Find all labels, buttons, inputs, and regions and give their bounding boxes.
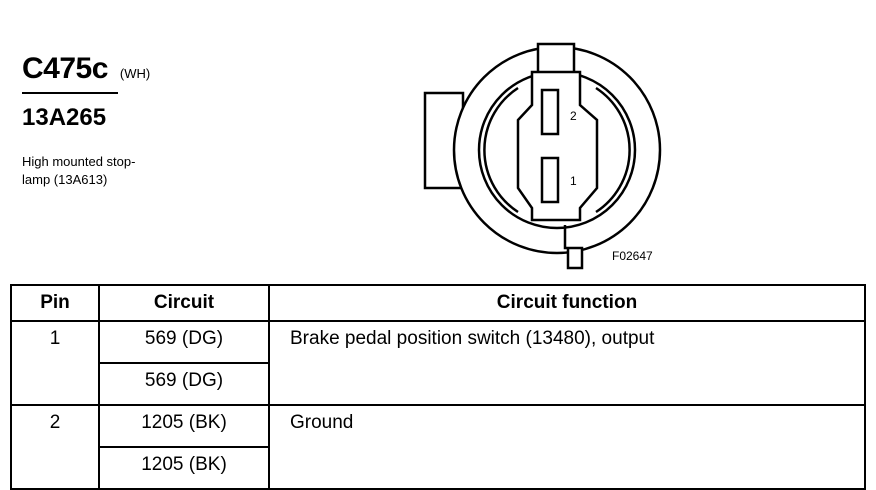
table-row: 2 1205 (BK) Ground <box>10 404 866 490</box>
pin-table-header-row: Pin Circuit Circuit function <box>10 284 866 322</box>
part-number: 13A265 <box>22 104 107 131</box>
circuit-cell: 569 (DG) <box>98 362 270 406</box>
pin-1-terminal <box>540 156 560 204</box>
header-pin: Pin <box>10 284 100 322</box>
header-circuit-function: Circuit function <box>268 284 866 322</box>
pin-table: Pin Circuit Circuit function 1 569 (DG) … <box>10 284 866 490</box>
connector-id: C475c <box>22 52 108 85</box>
circuit-cell: 1205 (BK) <box>98 446 270 490</box>
header-circuit: Circuit <box>98 284 270 322</box>
table-row: 569 (DG) <box>11 362 865 406</box>
pin-label-2: 2 <box>570 109 577 123</box>
connector-color-code: (WH) <box>119 66 151 81</box>
description-line-2: lamp (13A613) <box>22 172 108 187</box>
circuit-function-cell: Ground <box>268 404 866 490</box>
table-row: 1 569 (DG) Brake pedal position switch (… <box>10 320 866 406</box>
connector-description: High mounted stop- lamp (13A613) <box>22 153 192 189</box>
title-underline <box>22 92 118 94</box>
connector-title-row: C475c (WH) <box>22 52 222 86</box>
circuit-cell: 569 (DG) <box>98 320 270 364</box>
connector-cavity-arc <box>483 86 519 214</box>
pin-2-terminal <box>540 88 560 136</box>
terminal-carrier <box>516 70 599 222</box>
pin-cell: 2 <box>10 404 100 490</box>
connector-header: C475c (WH) <box>22 52 222 86</box>
figure-id: F02647 <box>612 249 653 263</box>
description-line-1: High mounted stop- <box>22 154 136 169</box>
pin-cell: 1 <box>10 320 100 406</box>
pin-label-1: 1 <box>570 174 577 188</box>
circuit-function-cell: Brake pedal position switch (13480), out… <box>268 320 866 406</box>
circuit-cell: 1205 (BK) <box>98 404 270 448</box>
connector-bottom-key <box>563 225 584 270</box>
connector-face-diagram: 2 1 <box>423 42 662 270</box>
